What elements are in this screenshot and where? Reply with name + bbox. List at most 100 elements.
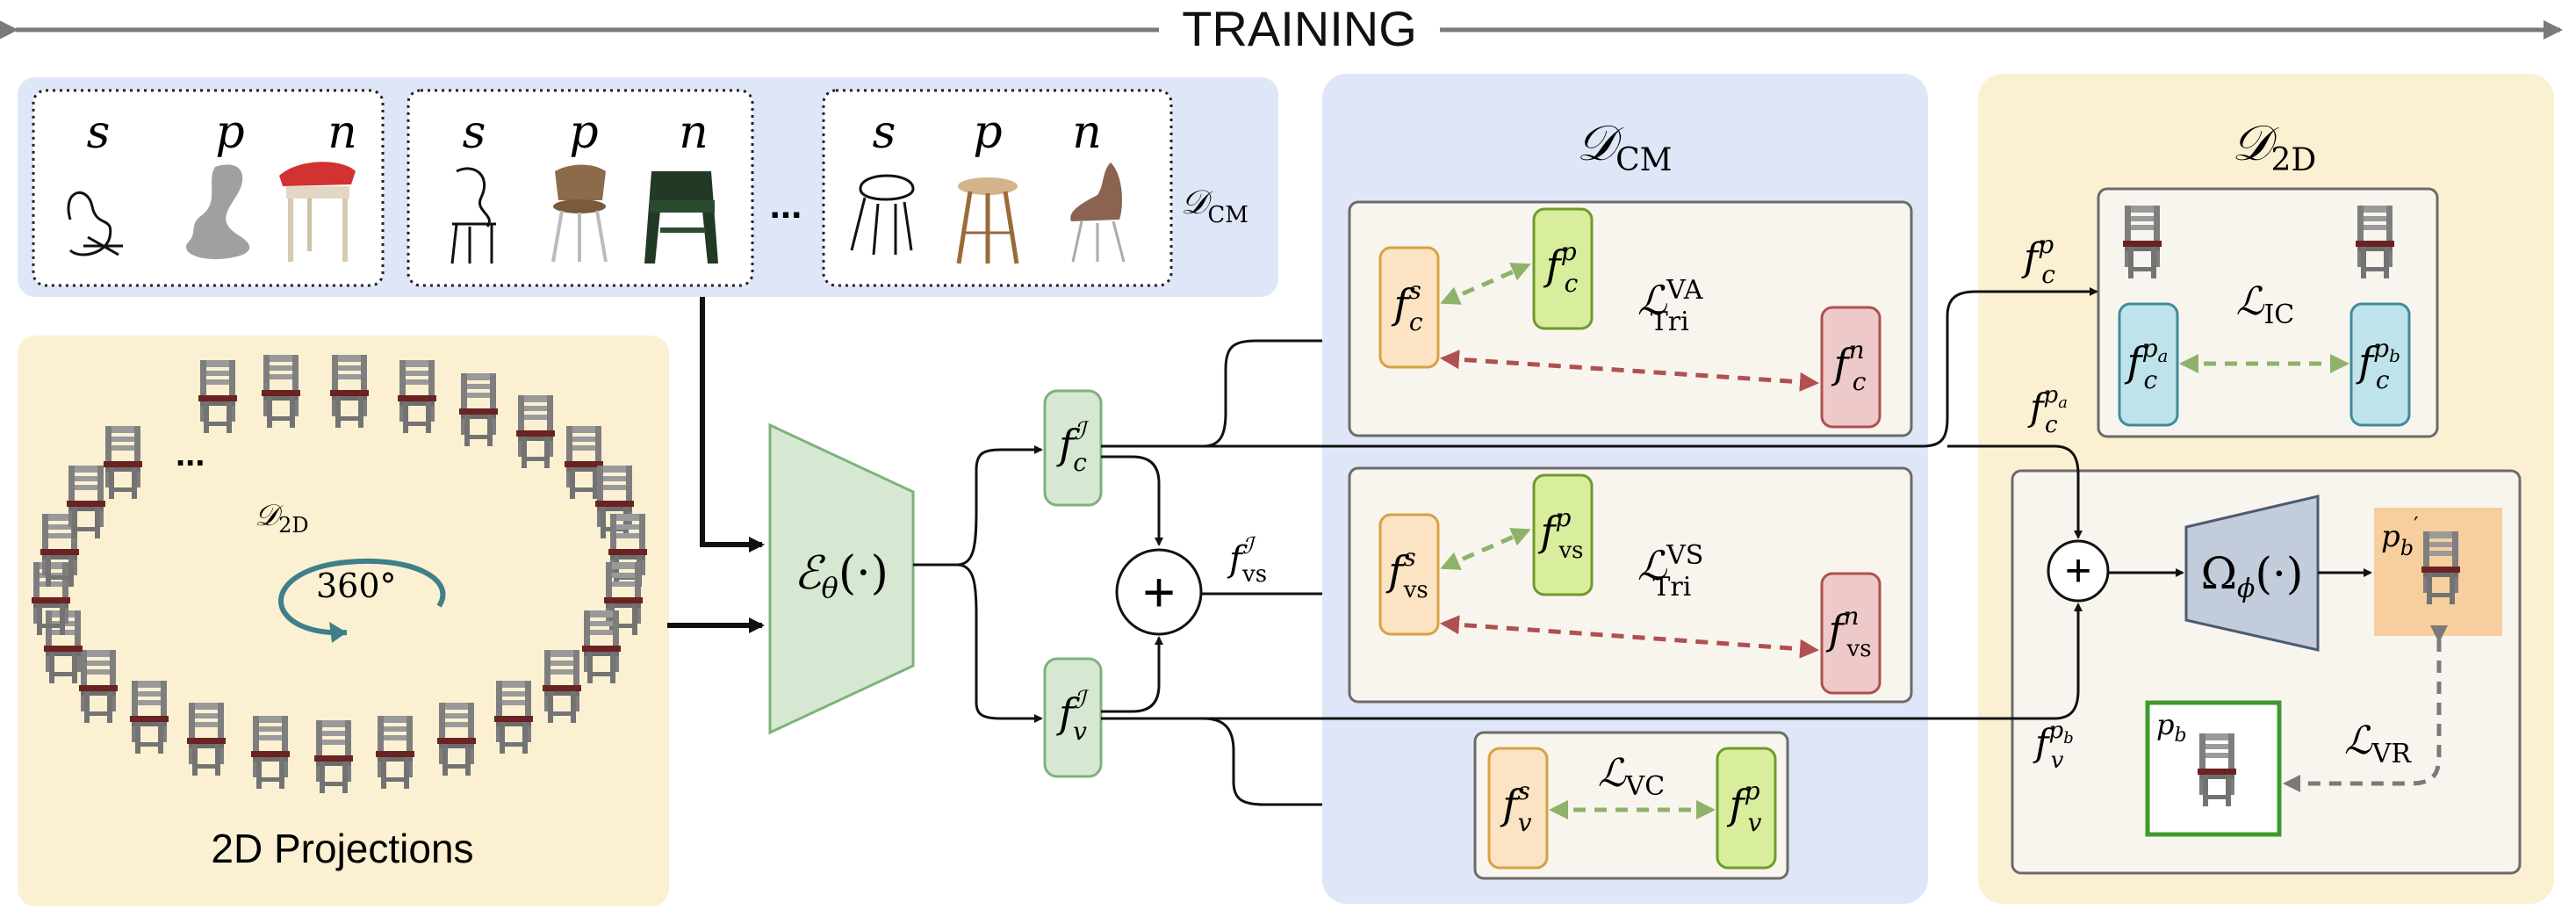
fc-to-recon-plus-arrow: [1947, 444, 2083, 539]
rotation-arrowhead: [329, 622, 347, 643]
recon-plus-sign: +: [2065, 545, 2091, 596]
encoder-block: ℰθ(·): [768, 422, 915, 735]
projections-bg: [18, 336, 669, 906]
sketch-chair-image: [67, 191, 123, 256]
reconstructed-chair-image: [2421, 531, 2460, 604]
vs-fs-box: [1378, 513, 1440, 636]
photo-chair-image: [551, 164, 608, 263]
target-chair-image: [2198, 733, 2236, 806]
vc-loss-label: ℒVC: [1598, 751, 1665, 802]
triplet-group-3: s p n: [822, 89, 1173, 287]
triplet-frame: [32, 89, 385, 287]
positive-label: p: [215, 106, 244, 159]
reconstruction-box: + Ωϕ(·) pb′ pb ℒVR: [2011, 469, 2522, 875]
encoder-to-fv-arrow: [956, 563, 1043, 723]
vc-fs-box: [1487, 747, 1549, 870]
fc-to-ic-arrow: [1101, 287, 2098, 448]
vr-loss-arrow: [2283, 625, 2448, 792]
photo-chair-image: [956, 177, 1019, 264]
negative-chair-image: [644, 171, 718, 264]
negative-label: n: [327, 106, 357, 159]
vr-loss-label: ℒVR: [2344, 718, 2412, 769]
ic-chair-a-image: [2123, 206, 2162, 278]
rotation-label: 360°: [316, 567, 397, 605]
triplet-strip: s p n s p n: [18, 77, 1278, 297]
vc-fp-box: [1716, 747, 1777, 870]
sketch-chair-image: [450, 167, 496, 264]
sketch-label: s: [87, 106, 111, 159]
fusion-plus-node: +: [1115, 548, 1203, 636]
recon-plus-node: [2047, 539, 2110, 603]
sketch-label: s: [873, 106, 896, 159]
fv-to-vc-arrow: [1101, 717, 1470, 809]
cm-panel-title: 𝒟CM: [1576, 115, 1672, 178]
header-title: TRAINING: [1182, 1, 1417, 56]
fc-to-plus-arrow: [1101, 455, 1163, 546]
positive-label: p: [569, 106, 598, 159]
negative-chair-image: [279, 162, 356, 262]
triplet-dataset-label: 𝒟CM: [1181, 183, 1248, 228]
encoder-to-fc-arrow: [913, 445, 1043, 567]
encoder-trapezoid: [768, 422, 915, 735]
ic-fpa-box: [2118, 302, 2179, 427]
training-header: TRAINING: [0, 1, 2563, 56]
fc-to-va-arrow: [1101, 336, 1343, 448]
ring-ellipsis: ...: [176, 435, 205, 473]
va-fp-box: [1532, 207, 1594, 330]
va-positive-pair-arrow: [1440, 263, 1531, 305]
triplet-group-1: s p n: [32, 89, 385, 287]
reconstructed-view-label: pb′: [2381, 513, 2419, 560]
encoder-label: ℰθ(·): [794, 547, 889, 604]
triplet-group-2: s p n: [407, 89, 754, 287]
va-fn-box: [1820, 306, 1882, 429]
sketch-label: s: [463, 106, 486, 159]
plus-sign: +: [1142, 560, 1175, 624]
vs-positive-pair-arrow: [1440, 528, 1531, 570]
negative-label: n: [679, 106, 709, 159]
sketch-chair-image: [850, 174, 915, 256]
projections-caption: 2D Projections: [211, 826, 473, 871]
va-fs-box: [1378, 246, 1440, 369]
ic-chair-b-image: [2356, 206, 2394, 278]
triplet-to-encoder-arrow: [700, 297, 765, 552]
vs-fp-box: [1532, 473, 1594, 596]
ic-loss-label: ℒIC: [2236, 279, 2295, 330]
vs-fn-box: [1820, 572, 1882, 695]
fv-to-plus-arrow: [1101, 636, 1163, 713]
target-view-label: pb: [2156, 708, 2187, 747]
negative-label: n: [1072, 106, 1102, 159]
photo-chair-image: [185, 164, 250, 260]
projections-dataset-label: 𝒟2D: [255, 498, 309, 538]
rotation-arc: [278, 558, 446, 636]
projections-panel: ... 𝒟2D 360° 2D Projections: [18, 336, 669, 906]
ic-fpb-box: [2349, 302, 2411, 427]
fv-to-recon-plus-arrow: [1101, 603, 2083, 720]
negative-chair-image: [1070, 162, 1126, 263]
positive-label: p: [973, 106, 1002, 159]
ellipsis: ...: [770, 184, 802, 227]
